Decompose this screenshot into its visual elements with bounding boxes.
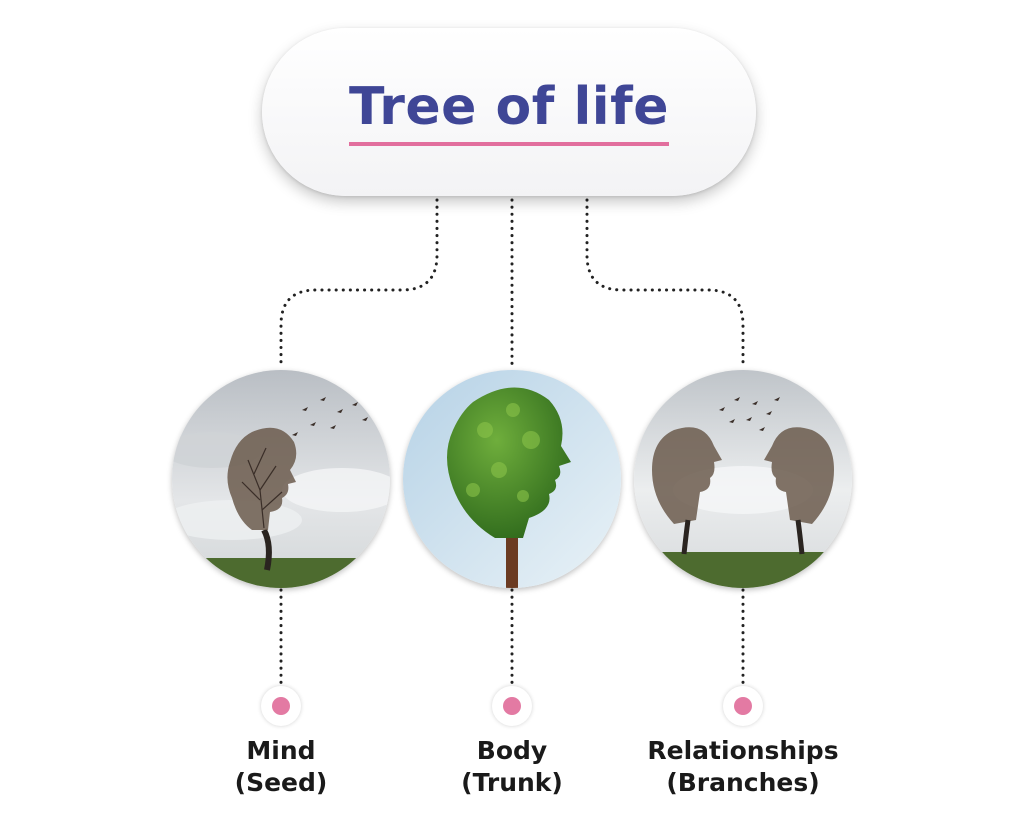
diagram-title: Tree of life [348,77,670,146]
connector-mind [279,198,439,370]
relationships-label-name: Relationships [647,736,839,765]
title-pill: Tree of life [262,28,756,196]
body-label: Body (Trunk) [382,735,642,799]
mind-label: Mind (Seed) [151,735,411,799]
bare-tree-head-with-birds-icon [172,370,390,588]
relationships-image [634,370,852,588]
green-tree-head-icon [403,370,621,588]
mind-image [172,370,390,588]
relationships-label-sub: (Branches) [666,768,820,797]
body-label-name: Body [476,736,548,765]
mind-marker-dot [261,686,301,726]
two-bare-tree-heads-facing-icon [634,370,852,588]
body-image [403,370,621,588]
mind-label-name: Mind [246,736,316,765]
relationships-label: Relationships (Branches) [613,735,873,799]
connector-relationships [585,198,745,370]
body-label-sub: (Trunk) [461,768,563,797]
mind-label-sub: (Seed) [234,768,328,797]
relationships-marker-dot [723,686,763,726]
body-marker-dot [492,686,532,726]
